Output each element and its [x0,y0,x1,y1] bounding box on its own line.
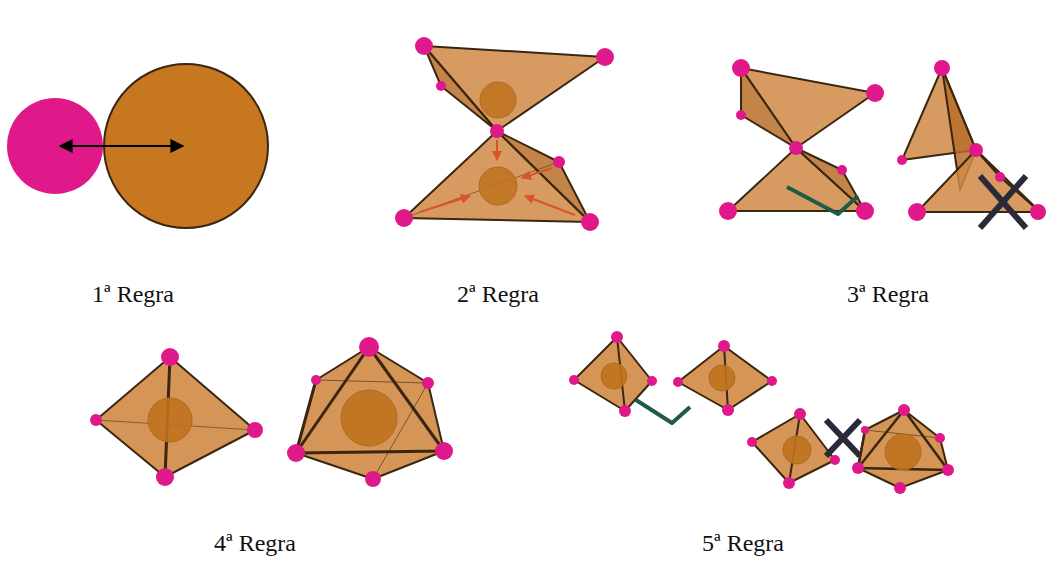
corner-and-edge-sharing [728,68,1040,228]
rule-caption: 2ª Regra [457,281,539,307]
tetrahedron-octahedron [96,347,444,479]
rule-caption: 3ª Regra [847,281,929,307]
rule-caption: 5ª Regra [702,530,784,556]
shared-corner-tetrahedra [404,46,605,222]
ion-pair [7,64,268,228]
rule-caption: 1ª Regra [92,281,174,307]
polyhedra-sharing [574,337,948,488]
rule-caption: 4ª Regra [214,530,296,556]
